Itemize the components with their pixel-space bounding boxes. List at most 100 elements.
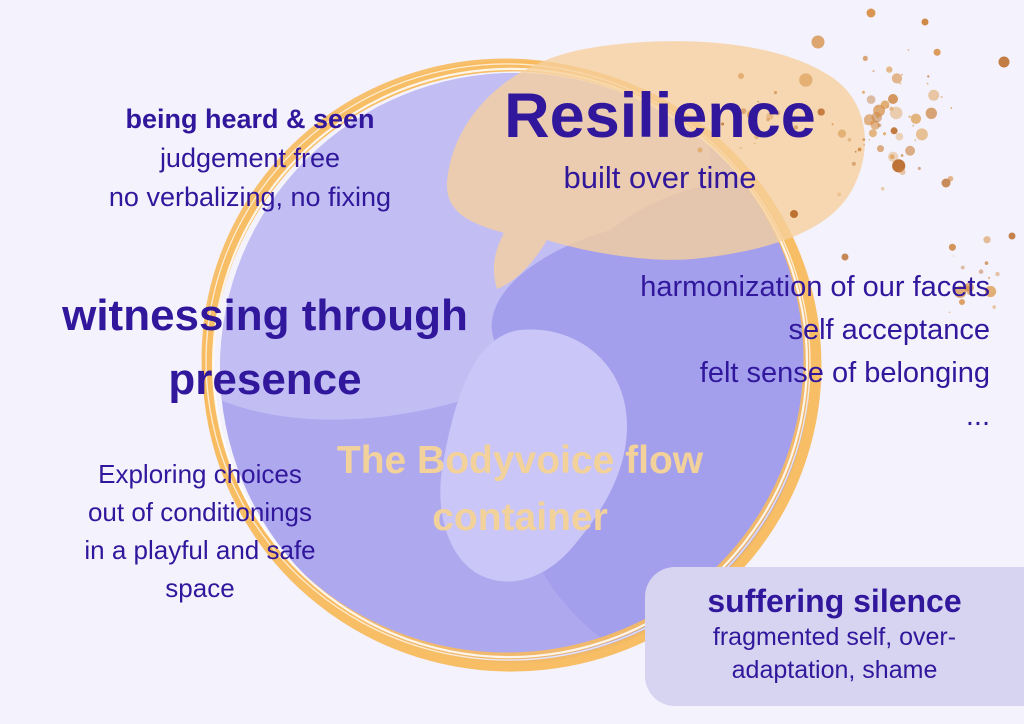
being-heard-heading: being heard & seen (125, 104, 375, 134)
splatter-dot (914, 139, 917, 142)
splatter-dot (847, 138, 852, 142)
splatter-dot (995, 271, 1000, 277)
splatter-dot (984, 261, 989, 265)
splatter-dot (773, 91, 778, 95)
splatter-dot (954, 285, 967, 298)
splatter-dot (921, 18, 929, 26)
splatter-dot (984, 285, 997, 298)
harmonization-line: harmonization of our facets (640, 271, 990, 303)
witnessing-label-group: witnessing through presence (15, 284, 515, 412)
splatter-dot (851, 161, 856, 166)
splatter-dot (754, 134, 759, 140)
splatter-dot (910, 113, 922, 124)
splatter-dot (866, 8, 876, 18)
being-heard-line: no verbalizing, no fixing (108, 182, 392, 212)
splatter-dot (952, 255, 955, 257)
splatter-dot (854, 150, 857, 153)
splatter-dot (941, 178, 951, 188)
splatter-dot (863, 114, 876, 126)
splatter-dot (964, 285, 971, 292)
splatter-dot (998, 56, 1010, 68)
splatter-dot (882, 132, 887, 136)
splatter-dot (735, 130, 738, 133)
splatter-dot (948, 243, 956, 251)
splatter-dot (912, 124, 915, 127)
splatter-dot (960, 265, 965, 270)
paint-splatter-dots (697, 8, 1016, 314)
splatter-dot (892, 159, 906, 173)
resilience-blob (446, 41, 865, 289)
splatter-dot (886, 66, 893, 73)
splatter-dot (817, 108, 825, 116)
splatter-dot (766, 117, 770, 122)
splatter-dot (868, 138, 871, 141)
splatter-dot (890, 127, 898, 135)
splatter-dot (799, 73, 813, 87)
splatter-dot (908, 115, 911, 118)
splatter-dot (793, 125, 799, 130)
splatter-dot (863, 143, 866, 146)
splatter-dot (747, 109, 758, 120)
splatter-dot (877, 123, 882, 128)
circle-texture-patch (440, 329, 627, 582)
splatter-dot (876, 145, 885, 153)
splatter-dot (978, 269, 984, 274)
harmonization-line: ... (965, 400, 990, 432)
center-title-line: The Bodyvoice flow (336, 439, 704, 482)
splatter-dot (757, 100, 760, 103)
resilience-heading: Resilience (504, 81, 816, 151)
splatter-dot (948, 311, 951, 314)
suffering-line: fragmented self, over- (712, 623, 957, 651)
resilience-subheading: built over time (563, 160, 757, 195)
splatter-dot (721, 122, 725, 126)
splatter-dot (862, 138, 866, 141)
splatter-dot (888, 94, 898, 104)
splatter-dot (738, 73, 744, 79)
splatter-dot (873, 104, 886, 117)
splatter-dot (837, 129, 847, 138)
splatter-dot (753, 142, 756, 145)
splatter-dot (970, 277, 973, 279)
exploring-line: Exploring choices (98, 459, 302, 489)
splatter-dot (933, 48, 941, 56)
suffering-silence-card: suffering silence fragmented self, over-… (645, 567, 1024, 706)
exploring-label-group: Exploring choices out of conditionings i… (50, 455, 350, 607)
suffering-line: adaptation, shame (731, 656, 938, 684)
splatter-dot (739, 146, 742, 149)
witnessing-line: witnessing through (62, 291, 468, 340)
splatter-dot (959, 299, 965, 305)
splatter-dot (887, 105, 889, 108)
splatter-dot (915, 128, 928, 141)
suffering-heading: suffering silence (707, 583, 962, 619)
splatter-dot (831, 123, 834, 126)
splatter-dot (841, 253, 849, 261)
splatter-dot (992, 305, 996, 309)
splatter-dot (907, 49, 910, 51)
center-title: The Bodyvoice flow container (280, 432, 760, 546)
splatter-dot (901, 73, 903, 76)
splatter-dot (837, 192, 842, 197)
splatter-dot (925, 107, 937, 119)
splatter-dot (905, 145, 916, 156)
splatter-dot (740, 108, 747, 114)
splatter-dot (983, 236, 991, 244)
splatter-dot (811, 35, 825, 49)
splatter-dot (895, 132, 904, 141)
splatter-dot (988, 276, 991, 279)
splatter-dot (775, 110, 781, 116)
splatter-dot (899, 168, 906, 176)
splatter-dot (857, 147, 862, 152)
harmonization-label-group: harmonization of our facets self accepta… (540, 266, 990, 438)
splatter-dot (889, 154, 895, 160)
splatter-dot (766, 112, 774, 120)
splatter-dot (891, 73, 903, 84)
splatter-dot (967, 290, 972, 295)
splatter-dot (917, 166, 921, 170)
harmonization-line: self acceptance (788, 314, 990, 346)
being-heard-line: judgement free (159, 143, 341, 173)
harmonization-line: felt sense of belonging (699, 357, 990, 389)
splatter-dot (1008, 232, 1016, 240)
splatter-dot (940, 95, 943, 99)
splatter-dot (864, 121, 868, 125)
